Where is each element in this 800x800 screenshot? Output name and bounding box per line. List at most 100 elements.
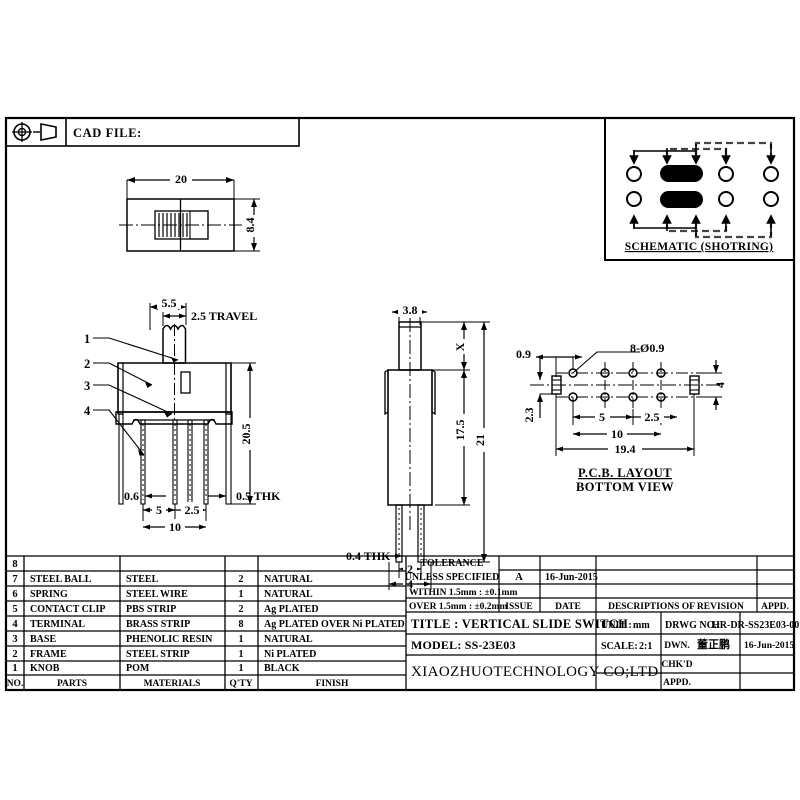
bom-header-parts: PARTS (57, 679, 87, 689)
pcb-row-pitch-value: 4 (713, 382, 727, 388)
pcb-overall-dimension: 19.4 (555, 394, 695, 456)
front-view-span-value: 10 (169, 520, 181, 534)
title-block: TOLERANCE UNLESS SPECIFIED WITHIN 1.5mm … (405, 555, 799, 691)
bom-finish: NATURAL (264, 574, 313, 585)
pcb-caption-line2: BOTTOM VIEW (576, 480, 674, 494)
schematic-shorting-bar-row1 (660, 165, 703, 182)
front-view-knob-width-value: 5.5 (162, 296, 177, 310)
side-view-knob-height-value: X (453, 342, 467, 351)
schematic-caption: SCHEMATIC (SHOTRING) (625, 241, 774, 253)
appd-label: APPD. (663, 678, 691, 688)
bom-header-row: NO. PARTS MATERIALS Q'TY FINISH (7, 679, 349, 689)
drwg-no-label: DRWG NO.: (665, 620, 720, 631)
bom-materials: STEEL (126, 574, 159, 585)
tolerance-subtitle: UNLESS SPECIFIED (405, 572, 500, 583)
pcb-slot-height-value: 2.3 (522, 408, 536, 423)
pcb-pitch-1-value: 5 (599, 410, 605, 424)
side-view-terminals (395, 504, 425, 563)
bom-materials: PHENOLIC RESIN (126, 634, 213, 645)
bom-table: 8 7 STEEL BALL STEEL 2 NATURAL 6 SPRING … (6, 555, 407, 691)
bom-no: 2 (12, 649, 17, 660)
front-view-span-dimension: 10 (143, 519, 206, 534)
bom-finish: BLACK (264, 663, 300, 674)
front-view: 5.5 2.5 TRAVEL (84, 296, 281, 534)
table-row: 3 BASE PHENOLIC RESIN 1 NATURAL (12, 634, 313, 645)
table-row: 5 CONTACT CLIP PBS STRIP 2 Ag PLATED (12, 604, 318, 615)
front-view-window (180, 371, 191, 394)
front-view-knob-width-dimension: 5.5 (149, 296, 187, 330)
bom-finish: NATURAL (264, 634, 313, 645)
front-view-lead-thickness-value: 0.6 (124, 489, 139, 503)
side-view: 3.8 X (346, 303, 492, 591)
front-view-pitch-dimensions: 5 2.5 (142, 502, 207, 521)
pcb-hole-callout-text: 8-Ø0.9 (630, 341, 664, 355)
bom-header-qty: Q'TY (229, 679, 252, 689)
revision-date-header: DATE (555, 602, 581, 612)
front-view-frame-legs (117, 363, 232, 505)
table-row: 4 TERMINAL BRASS STRIP 8 Ag PLATED OVER … (12, 619, 404, 630)
top-view: 20 8.4 (119, 171, 262, 252)
front-view-terminal-pins (140, 419, 209, 505)
pcb-hole-callout: 8-Ø0.9 (572, 341, 664, 374)
bom-no: 1 (12, 663, 17, 674)
bom-finish: Ag PLATED OVER Ni PLATED (264, 619, 405, 630)
front-view-balloon-4: 4 (84, 404, 91, 418)
revision-appd-header: APPD. (761, 602, 789, 612)
front-view-travel-dimension: 2.5 TRAVEL (162, 309, 257, 326)
top-view-width-value: 20 (175, 172, 187, 186)
bom-finish: Ni PLATED (264, 649, 316, 660)
bom-materials: STEEL WIRE (126, 589, 188, 600)
pcb-layout-view: 8-Ø0.9 (516, 341, 727, 494)
revision-descriptions-header: DESCRIPTIONS OF REVISION (608, 602, 744, 612)
bom-no: 8 (12, 559, 17, 570)
header-bar: CAD FILE: (5, 117, 300, 147)
bom-no: 6 (12, 589, 17, 600)
first-angle-projection-symbol (12, 122, 57, 142)
bom-finish: Ag PLATED (264, 604, 319, 615)
front-view-height-value: 20.5 (239, 424, 253, 445)
bom-parts: STEEL BALL (30, 574, 92, 585)
front-view-frame-thickness-dimension: 0.5 THK (208, 489, 281, 503)
schematic-dashed-links (665, 141, 773, 239)
table-row: 7 STEEL BALL STEEL 2 NATURAL (12, 574, 313, 585)
pcb-pitch-dimensions: 5 2.5 (572, 397, 677, 425)
side-view-knob-height-dimension: X (421, 321, 472, 371)
front-view-lead-thickness-dimension: 0.6 (124, 489, 166, 503)
pcb-span-value: 10 (611, 427, 623, 441)
schematic-terminals-row1 (626, 166, 779, 182)
pcb-row-pitch-dimension: 4 (699, 360, 727, 410)
scale-value: 2:1 (639, 641, 652, 652)
bom-no: 7 (12, 574, 17, 585)
pcb-holes-row-2 (568, 392, 666, 402)
bom-materials: STEEL STRIP (126, 649, 190, 660)
table-row: 6 SPRING STEEL WIRE 1 NATURAL (12, 589, 313, 600)
schematic-shorting-bar-row2 (660, 191, 703, 208)
top-view-height-value: 8.4 (243, 218, 257, 233)
dwn-value: 董正鹏 (697, 637, 730, 651)
front-view-knob (162, 324, 187, 364)
schematic-solid-links (633, 150, 696, 229)
side-view-frame-tabs (384, 368, 436, 416)
bom-finish: NATURAL (264, 589, 313, 600)
bom-qty: 1 (239, 663, 244, 674)
side-view-overall-height-dimension: 21 (421, 321, 492, 563)
bom-header-no: NO. (7, 679, 24, 689)
drwg-no-value: HR-DR-SS23E03-00 (712, 620, 799, 631)
front-view-travel-value: 2.5 TRAVEL (191, 309, 257, 323)
bom-parts: CONTACT CLIP (30, 604, 105, 615)
bom-no: 3 (12, 634, 17, 645)
schematic-pin-stems (629, 144, 776, 236)
bom-qty: 1 (239, 589, 244, 600)
bom-header-finish: FINISH (316, 679, 349, 689)
side-view-overall-height-value: 21 (473, 434, 487, 446)
top-view-width-dimension: 20 (126, 171, 235, 204)
schematic-panel: SCHEMATIC (SHOTRING) (604, 117, 795, 261)
bom-qty: 1 (239, 649, 244, 660)
side-view-knob-width-dimension: 3.8 (392, 303, 427, 325)
top-view-height-dimension: 8.4 (234, 198, 262, 252)
bom-qty: 1 (239, 634, 244, 645)
bom-parts: KNOB (30, 663, 60, 674)
bom-no: 4 (12, 619, 18, 630)
revision-issue-value: A (515, 572, 523, 583)
